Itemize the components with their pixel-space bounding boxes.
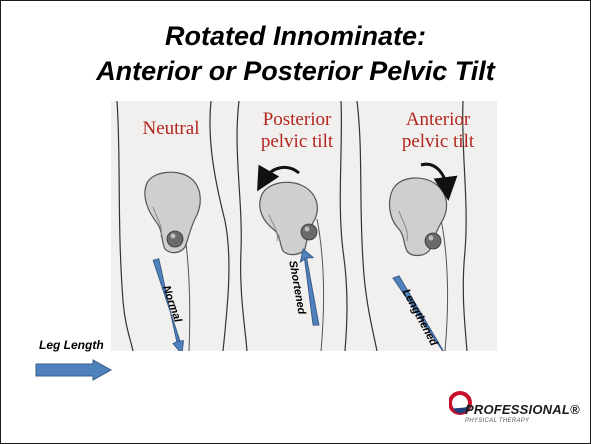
leg-length-label: Leg Length	[39, 338, 104, 352]
femoral-head	[167, 231, 183, 247]
pelvic-tilt-illustration: Neutral Posterior pelvic tilt Anterior p…	[111, 101, 497, 351]
pelvic-tilt-figure: Neutral Posterior pelvic tilt Anterior p…	[111, 101, 497, 351]
label-neutral: Neutral	[143, 118, 200, 139]
logo-name: PROFESSIONAL	[465, 402, 570, 417]
title-line-2: Anterior or Posterior Pelvic Tilt	[1, 54, 590, 89]
femoral-head	[425, 233, 441, 249]
label-anterior-line1: Anterior	[406, 109, 471, 130]
label-posterior-line2: pelvic tilt	[261, 131, 334, 152]
slide-title: Rotated Innominate: Anterior or Posterio…	[1, 19, 590, 89]
logo-tagline: PHYSICAL THERAPY	[465, 418, 529, 424]
label-posterior-line1: Posterior	[263, 109, 332, 130]
logo-wordmark: PROFESSIONAL®	[465, 402, 580, 417]
leg-length-arrow	[35, 359, 113, 381]
femoral-head	[301, 224, 317, 240]
logo-registered-mark: ®	[570, 402, 580, 417]
professional-physical-therapy-logo: PROFESSIONAL® PHYSICAL THERAPY	[449, 383, 589, 438]
label-anterior-line2: pelvic tilt	[402, 131, 475, 152]
title-line-1: Rotated Innominate:	[1, 19, 590, 54]
